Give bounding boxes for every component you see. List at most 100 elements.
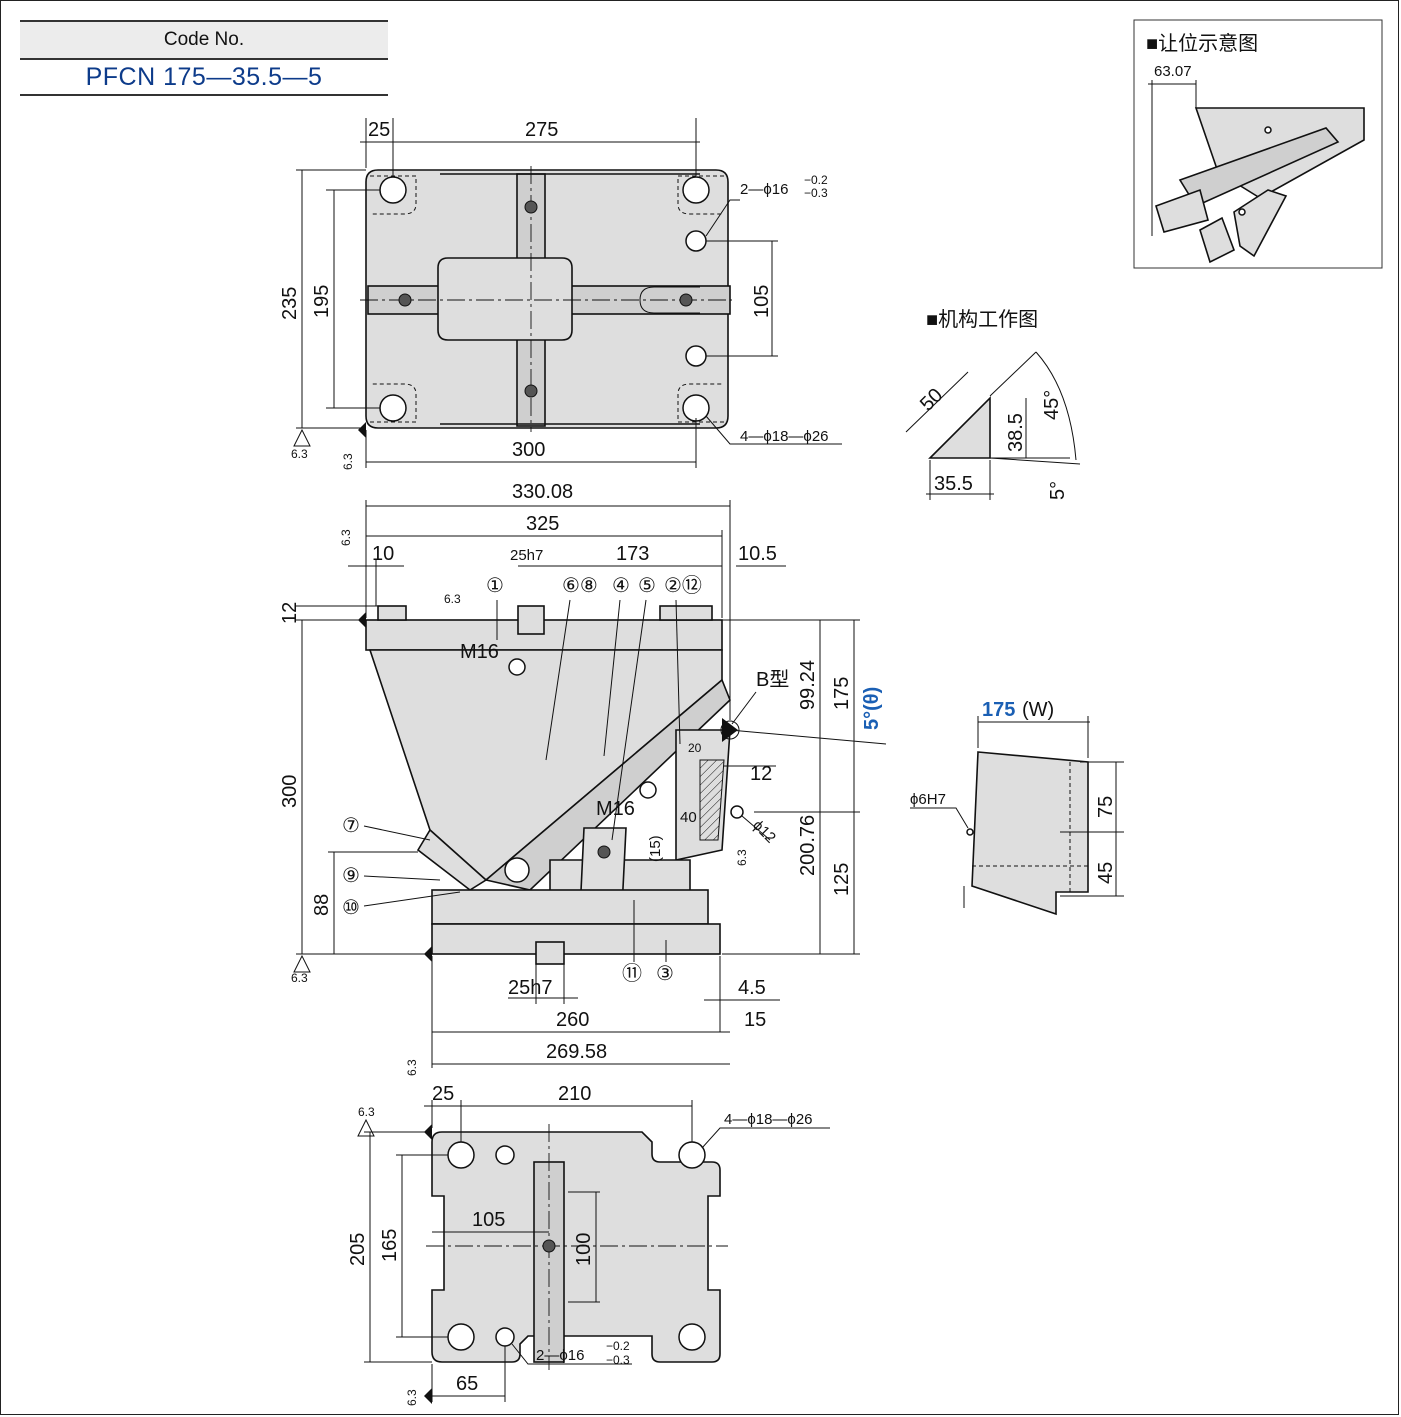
callout-10: ⑩ bbox=[342, 897, 360, 919]
dim-15b: 15 bbox=[744, 1009, 766, 1031]
callout-11: ⑪ bbox=[622, 962, 642, 985]
svg-text:−0.2: −0.2 bbox=[804, 173, 828, 187]
dim-300: 300 bbox=[279, 775, 301, 808]
mechanism-title: ■机构工作图 bbox=[926, 308, 1038, 331]
svg-text:−0.2: −0.2 bbox=[606, 1339, 630, 1353]
dim-325: 325 bbox=[526, 513, 559, 535]
dim-235: 235 bbox=[279, 287, 301, 320]
dim-125: 125 bbox=[831, 863, 853, 896]
label-b-type: B型 bbox=[756, 668, 789, 691]
svg-text:6.3: 6.3 bbox=[341, 453, 355, 470]
bottom-view: 25 210 205 165 105 100 65 4—ϕ18—ϕ26 2—ϕ1… bbox=[347, 1083, 830, 1406]
width-175: 175 bbox=[982, 699, 1015, 721]
svg-text:40: 40 bbox=[680, 809, 697, 826]
callout-4: ④ bbox=[612, 575, 630, 597]
dim-330-08: 330.08 bbox=[512, 481, 573, 503]
mount-hole bbox=[682, 394, 710, 422]
dim-205: 205 bbox=[347, 1233, 369, 1266]
callout-9: ⑨ bbox=[342, 865, 360, 887]
dim-10: 10 bbox=[372, 543, 394, 565]
angle-theta: 5°(θ) bbox=[861, 687, 883, 730]
width-symbol: (W) bbox=[1022, 699, 1054, 721]
svg-text:−0.3: −0.3 bbox=[606, 1353, 630, 1367]
hatched-section bbox=[699, 759, 725, 841]
dim-25h7: 25h7 bbox=[510, 547, 543, 564]
mech-dim-50: 50 bbox=[916, 384, 947, 415]
clearance-diagram: ■让位示意图 63.07 bbox=[1133, 19, 1383, 269]
dim-99-24: 99.24 bbox=[797, 660, 819, 710]
punch-dim-75: 75 bbox=[1095, 796, 1117, 818]
hole-label-2-phi16: 2—ϕ16 bbox=[740, 181, 788, 198]
dim-25-bottom: 25 bbox=[432, 1083, 454, 1105]
dim-175: 175 bbox=[831, 677, 853, 710]
mech-angle-45: 45° bbox=[1041, 390, 1063, 420]
svg-text:6.3: 6.3 bbox=[291, 971, 308, 985]
bottom-plate bbox=[431, 1131, 721, 1363]
dim-25: 25 bbox=[368, 119, 390, 141]
label-m16-b: M16 bbox=[596, 798, 635, 820]
callout-1: ① bbox=[486, 575, 504, 597]
mount-hole bbox=[682, 176, 710, 204]
pivot-pin bbox=[504, 857, 530, 883]
front-view: 330.08 325 10 25h7 173 10.5 12 300 88 17… bbox=[279, 481, 887, 1076]
dim-12: 12 bbox=[279, 602, 301, 624]
clearance-title: ■让位示意图 bbox=[1146, 32, 1258, 55]
dim-12b: 12 bbox=[750, 763, 772, 785]
hole-label-4-phi18: 4—ϕ18—ϕ26 bbox=[740, 428, 829, 445]
callout-6-8: ⑥⑧ bbox=[562, 575, 598, 597]
label-m16-a: M16 bbox=[460, 641, 499, 663]
svg-text:6.3: 6.3 bbox=[358, 1105, 375, 1119]
svg-text:(15): (15) bbox=[647, 835, 664, 862]
svg-text:6.3: 6.3 bbox=[735, 849, 749, 866]
dim-260: 260 bbox=[556, 1009, 589, 1031]
dim-4-5: 4.5 bbox=[738, 977, 766, 999]
clearance-dim: 63.07 bbox=[1154, 63, 1192, 80]
base-flange bbox=[431, 923, 721, 955]
punch-dim-45: 45 bbox=[1095, 862, 1117, 884]
mount-hole bbox=[379, 176, 407, 204]
mount-hole bbox=[379, 394, 407, 422]
top-center-block bbox=[437, 257, 573, 341]
dim-269-58: 269.58 bbox=[546, 1041, 607, 1063]
mechanism-diagram: ■机构工作图 50 38.5 45° 35.5 5° bbox=[905, 308, 1081, 500]
bolt bbox=[524, 200, 538, 214]
svg-text:20: 20 bbox=[688, 741, 702, 755]
dim-10-5: 10.5 bbox=[738, 543, 777, 565]
dim-65: 65 bbox=[456, 1373, 478, 1395]
callout-2-12: ②⑫ bbox=[664, 574, 702, 597]
bolt bbox=[398, 293, 412, 307]
top-view: 25 275 235 195 105 300 2—ϕ16 −0.2 −0.3 4… bbox=[279, 118, 842, 470]
svg-text:6.3: 6.3 bbox=[405, 1389, 419, 1406]
dim-173: 173 bbox=[616, 543, 649, 565]
callout-5: ⑤ bbox=[638, 575, 656, 597]
pin-hole bbox=[685, 345, 707, 367]
dim-210: 210 bbox=[558, 1083, 591, 1105]
mech-angle-5: 5° bbox=[1047, 481, 1069, 500]
dim-200-76: 200.76 bbox=[797, 815, 819, 876]
svg-text:−0.3: −0.3 bbox=[804, 186, 828, 200]
dim-105-bottom: 105 bbox=[472, 1209, 505, 1231]
callout-3: ③ bbox=[656, 963, 674, 985]
key-25h7 bbox=[517, 605, 545, 635]
punch-detail: 175 (W) 75 45 ϕ6H7 bbox=[910, 699, 1124, 916]
dim-165: 165 bbox=[379, 1229, 401, 1262]
base-plate bbox=[431, 889, 709, 925]
pin-hole-6h7 bbox=[966, 828, 974, 836]
mech-dim-35-5: 35.5 bbox=[934, 473, 973, 495]
dim-25h7-b: 25h7 bbox=[508, 977, 553, 999]
callout-7: ⑦ bbox=[342, 815, 360, 837]
hole-label-2-phi16-bottom: 2—ϕ16 bbox=[536, 1347, 584, 1364]
code-value: PFCN 175—35.5—5 bbox=[20, 60, 388, 96]
dim-275: 275 bbox=[525, 119, 558, 141]
svg-text:6.3: 6.3 bbox=[444, 592, 461, 606]
svg-text:6.3: 6.3 bbox=[405, 1059, 419, 1076]
dim-300: 300 bbox=[512, 439, 545, 461]
punch-body bbox=[971, 751, 1089, 916]
dim-100: 100 bbox=[573, 1233, 595, 1266]
pin-hole bbox=[685, 230, 707, 252]
svg-text:6.3: 6.3 bbox=[291, 447, 308, 461]
bolt bbox=[524, 384, 538, 398]
pin-label: ϕ6H7 bbox=[910, 791, 946, 808]
